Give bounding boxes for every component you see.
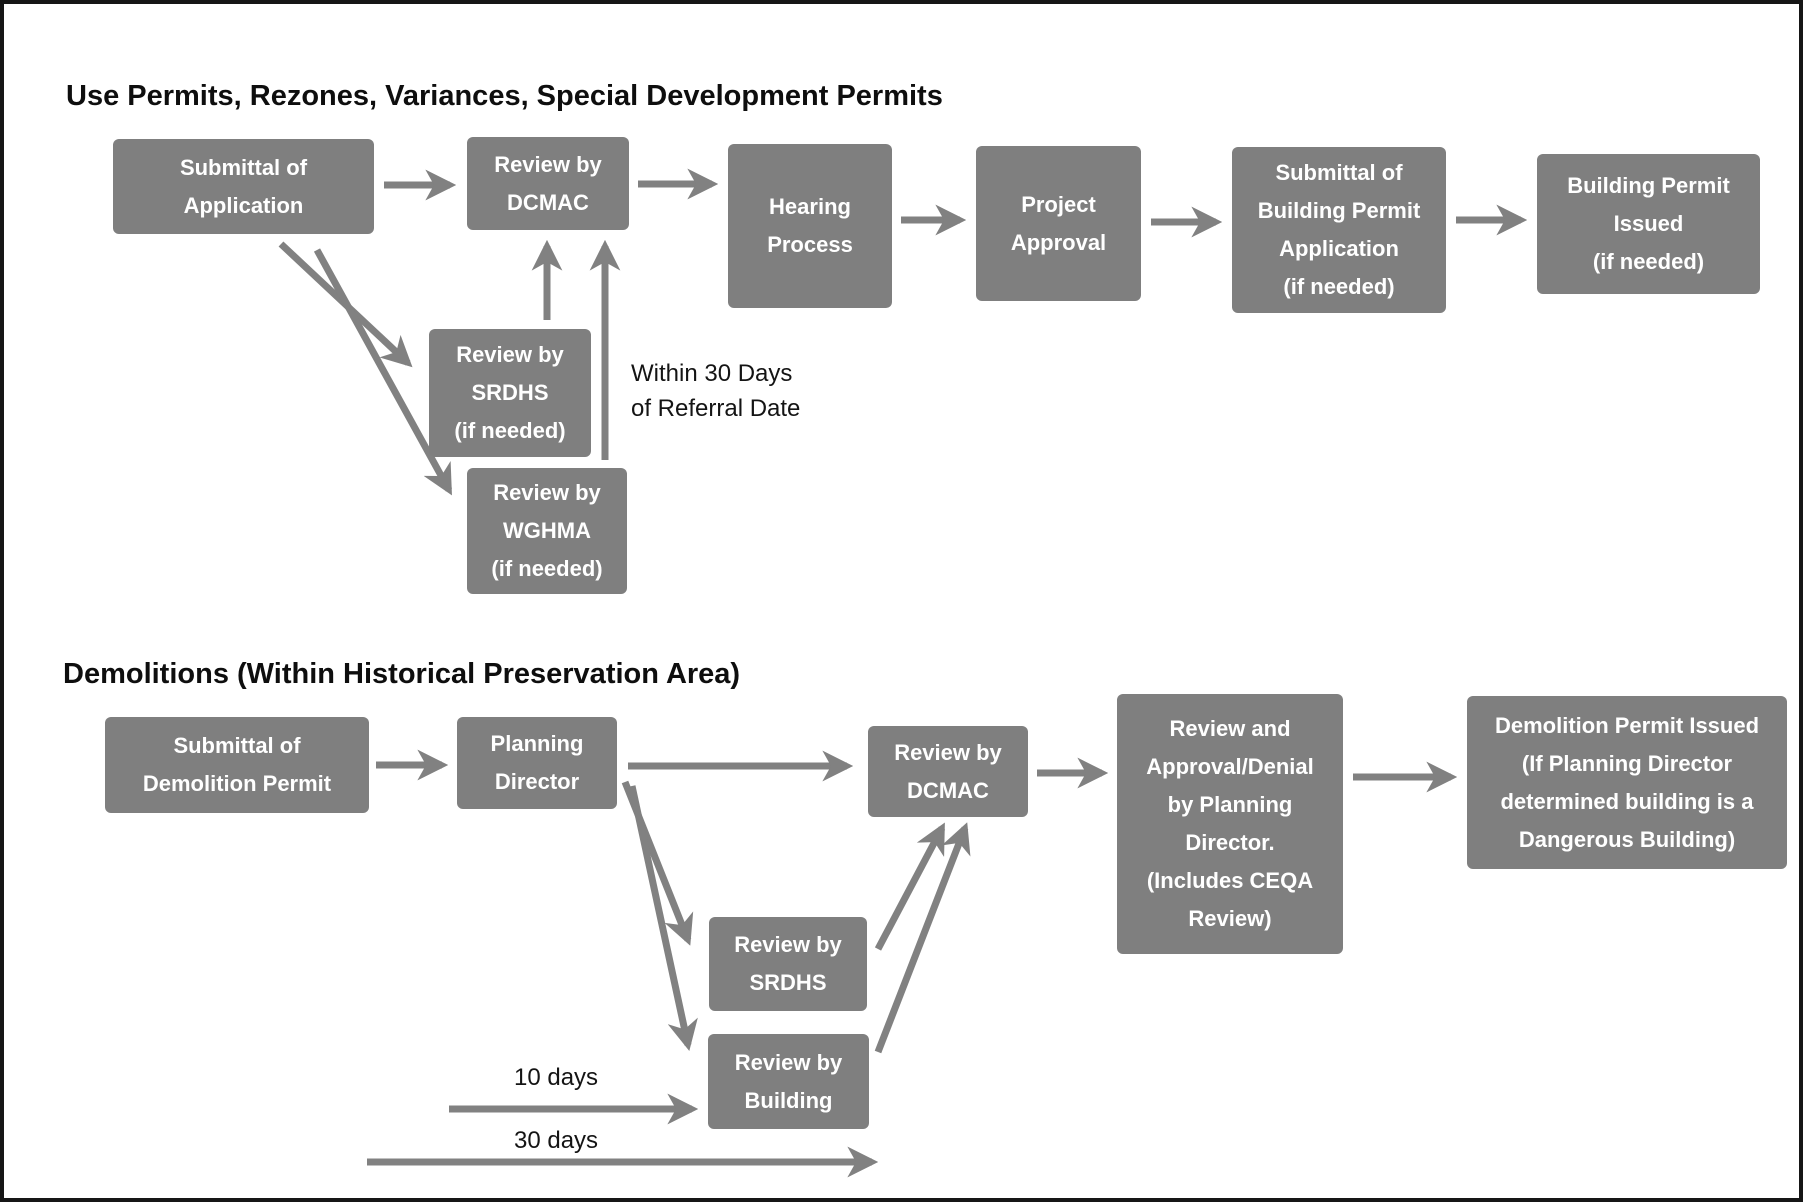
node-review-approval-denial: Review and Approval/Denial by Planning D… [1117,694,1343,954]
node-project-approval: Project Approval [976,146,1141,301]
node-submittal-application: Submittal of Application [113,139,374,234]
node-hearing-process: Hearing Process [728,144,892,308]
section-title-demolitions: Demolitions (Within Historical Preservat… [63,658,741,690]
edge-planning-director-to-review-building [628,785,698,1052]
label-10-days: 10 days [514,1064,599,1091]
node-review-srdhs-2: Review by SRDHS [709,917,867,1011]
label-30-days: 30 days [514,1127,599,1154]
node-review-dcmac-2: Review by DCMAC [868,726,1028,817]
edge-review-building-to-review-dcmac-2 [874,822,971,1054]
section-title-use-permits: Use Permits, Rezones, Variances, Special… [66,80,943,112]
node-review-srdhs: Review by SRDHS (if needed) [429,329,591,457]
label-within-30-days: Within 30 Days of Referral Date [631,360,801,422]
node-review-dcmac: Review by DCMAC [467,137,629,230]
edge-review-srdhs-2-to-review-dcmac-2 [874,822,946,951]
node-demolition-permit-issued: Demolition Permit Issued (If Planning Di… [1467,696,1787,869]
node-planning-director: Planning Director [457,717,617,809]
node-submittal-demolition-permit: Submittal of Demolition Permit [105,717,369,813]
edge-submittal-application-to-review-wghma [313,248,453,496]
flow-arrows [278,168,1528,1178]
node-review-wghma: Review by WGHMA (if needed) [467,468,627,594]
node-submittal-building-permit: Submittal of Building Permit Application… [1232,147,1446,313]
node-building-permit-issued: Building Permit Issued (if needed) [1537,154,1760,294]
node-review-building: Review by Building [708,1034,869,1129]
